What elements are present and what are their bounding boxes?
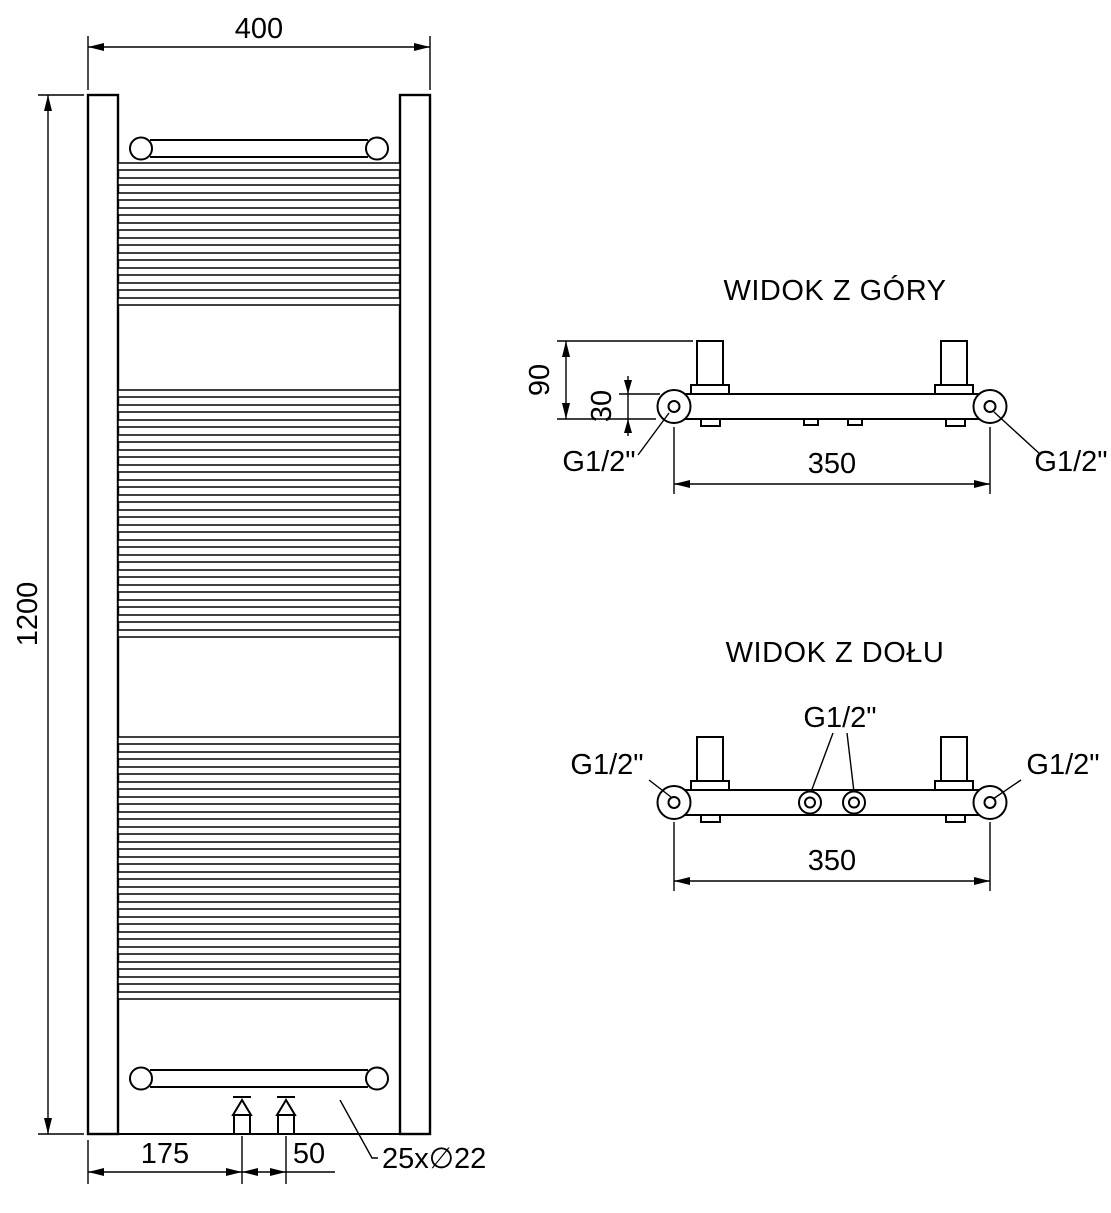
dim-offset-left-label: 175: [141, 1138, 189, 1170]
bottom-view-title: WIDOK Z DOŁU: [726, 637, 945, 669]
top-left-mount: [129, 136, 153, 161]
bottom-view: WIDOK Z DOŁU G1/2" G1/2": [570, 637, 1100, 891]
conn-bottom-left-label: G1/2": [570, 749, 643, 781]
rungs: [117, 162, 401, 1000]
dim-width-label: 400: [235, 13, 283, 45]
conn-bottom-center-label: G1/2": [803, 702, 876, 734]
top-view: WIDOK Z GÓRY 90: [524, 274, 1108, 494]
conn-top-left-label: G1/2": [562, 446, 635, 478]
dim-valve-gap-label: 50: [293, 1138, 325, 1170]
bottom-bracket: [129, 1066, 389, 1091]
dim-width: 400: [87, 13, 431, 90]
radiator-body: [86, 93, 432, 1136]
dim-depth-label: 90: [524, 364, 556, 396]
tube-spec-label: 25x∅22: [382, 1143, 486, 1175]
dim-span-top-label: 350: [808, 448, 856, 480]
left-wall-bracket: [696, 736, 724, 784]
right-wall-bracket: [940, 736, 968, 784]
top-right-mount: [365, 136, 389, 161]
dim-span-bottom-label: 350: [808, 845, 856, 877]
collector-bar: [673, 789, 991, 816]
front-view: 400 1200 175 50 25x∅22: [12, 13, 486, 1184]
dim-bottom-offsets: 175 50: [87, 1136, 335, 1184]
top-view-dimensions: 90 30 350 G1/2" G1/2": [524, 340, 1108, 494]
collector-bar: [673, 393, 991, 420]
left-wall-bracket: [696, 340, 724, 388]
right-wall-bracket: [940, 340, 968, 388]
bottom-right-mount: [365, 1066, 389, 1091]
bottom-view-dimensions: G1/2" G1/2" G1/2" 350: [570, 702, 1100, 891]
conn-bottom-right-label: G1/2": [1026, 749, 1099, 781]
left-rail: [86, 93, 120, 1136]
top-bracket: [129, 136, 389, 161]
bottom-left-mount: [129, 1066, 153, 1091]
top-view-geometry: [656, 340, 1008, 427]
valve-right: [275, 1096, 297, 1135]
right-rail: [398, 93, 432, 1136]
valve-left: [231, 1096, 253, 1135]
tube-callout: 25x∅22: [339, 1099, 486, 1175]
conn-top-right-label: G1/2": [1034, 446, 1107, 478]
dim-height: 1200: [12, 94, 84, 1135]
top-view-title: WIDOK Z GÓRY: [724, 274, 947, 307]
dim-tube-label: 30: [586, 390, 618, 422]
bottom-view-geometry: [656, 736, 1008, 823]
dim-height-label: 1200: [12, 582, 44, 647]
